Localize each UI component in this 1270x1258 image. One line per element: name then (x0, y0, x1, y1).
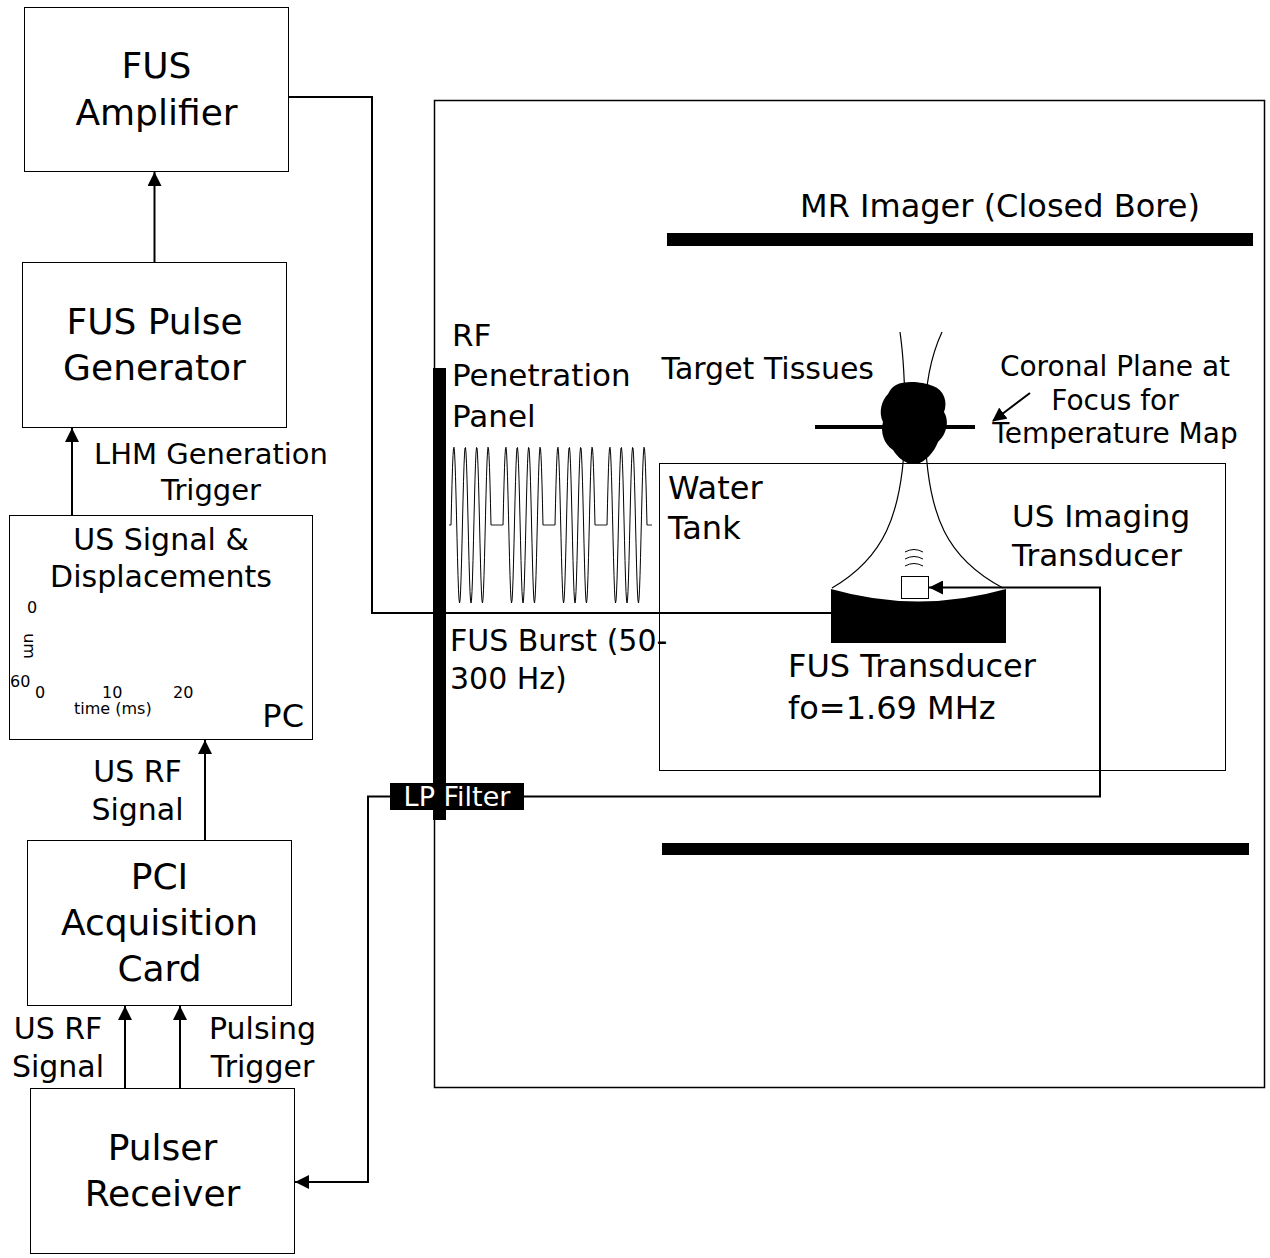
signal-label: US RF Signal (2, 1010, 114, 1085)
bore-wall (667, 233, 1253, 246)
device-label: MR Imager (Closed Bore) (760, 186, 1240, 226)
axis-title: um (19, 633, 39, 659)
node-text: fo=1.69 MHz (788, 688, 996, 729)
process-box: FUS Pulse Generator (22, 262, 287, 428)
connector (204, 740, 206, 840)
node-text: Pulser Receiver (42, 1125, 283, 1217)
fus-transducer-outline (831, 589, 1006, 643)
connector (524, 588, 1100, 797)
target-tissue: Target Tissues (878, 380, 948, 465)
process-box: Pulser Receiver (30, 1088, 295, 1254)
fus-burst-wave (449, 447, 652, 603)
axis-tick: 60 (10, 672, 30, 692)
signal-label: Pulsing Trigger (190, 1010, 335, 1085)
axis-tick: 0 (35, 683, 45, 703)
connector (154, 172, 156, 262)
rf-panel (433, 368, 446, 820)
node-text: FUS Amplifier (36, 43, 277, 135)
connector (124, 1006, 126, 1088)
signal-label: US RF Signal (80, 753, 195, 828)
leader-arrow (993, 393, 1030, 421)
connector (71, 428, 73, 515)
water-tank: Water TankUS Imaging TransducerFUS Trans… (659, 463, 1226, 771)
computer-box: US Signal & DisplacementsPC (9, 515, 313, 740)
axis-tick: 0 (27, 598, 37, 618)
process-box: PCI Acquisition Card (27, 840, 292, 1006)
target-tissue-shape (878, 380, 948, 465)
connector (295, 797, 390, 1183)
node-text: Target Tissues (660, 350, 876, 388)
node-text: US Signal & Displacements (16, 522, 306, 595)
node-text: FUS Pulse Generator (34, 299, 275, 391)
node-text: Water Tank (668, 468, 763, 548)
beam-outline (925, 332, 1003, 588)
fus-transducer: FUS Transducerfo=1.69 MHz (831, 586, 1006, 643)
node-text: PC (262, 696, 304, 737)
axis-title: time (ms) (74, 699, 152, 719)
target-tissue-outline (881, 382, 947, 464)
imaging-transducer: US Imaging Transducer (901, 576, 929, 599)
us-wave-arc (905, 550, 923, 567)
node-text: PCI Acquisition Card (39, 854, 280, 992)
mr-room (435, 101, 1265, 1088)
node-text: FUS Transducer (788, 646, 1036, 687)
fus-transducer-shape (831, 586, 1006, 643)
part-label: RF Penetration Panel (452, 315, 674, 436)
connector (179, 1006, 181, 1088)
node-text: LP Filter (404, 783, 511, 810)
signal-label: FUS Burst (50-300 Hz) (450, 622, 675, 697)
note-label: Coronal Plane at Focus for Temperature M… (970, 350, 1260, 451)
signal-label: LHM Generation Trigger (80, 436, 342, 509)
node-text: US Imaging Transducer (1012, 497, 1227, 575)
axis-tick: 20 (173, 683, 193, 703)
lp-filter: LP Filter (390, 783, 524, 810)
fus-burst-wave (449, 447, 652, 603)
bore-wall (662, 843, 1249, 855)
process-box: FUS Amplifier (24, 7, 289, 172)
